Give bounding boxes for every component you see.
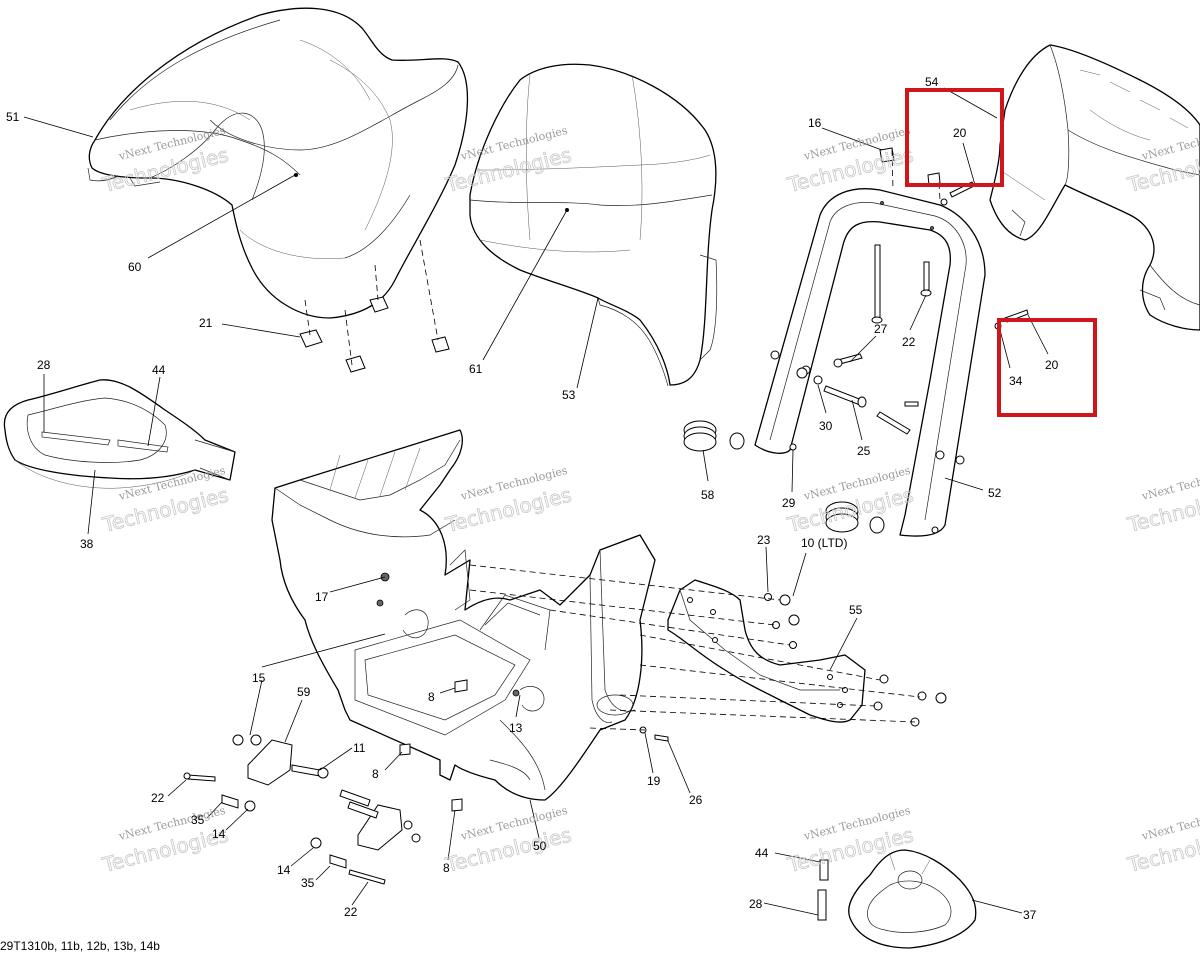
callout-label: 25	[857, 444, 871, 458]
callout-label: 21	[199, 316, 213, 330]
callout-label: 22	[344, 905, 358, 919]
right-handle-part	[848, 849, 977, 949]
callout-label: 29	[782, 496, 796, 510]
callout-label: 14	[277, 863, 291, 877]
callout-label: 44	[755, 846, 769, 860]
callout-label: 8	[372, 767, 379, 781]
hardware-parts	[183, 147, 1029, 921]
side-bracket-part	[667, 579, 866, 723]
callout-label: 20	[953, 126, 967, 140]
callout-label: 20	[1045, 358, 1059, 372]
callout-label: 27	[874, 322, 888, 336]
callout-label: 51	[6, 110, 20, 124]
callout-label: 34	[1009, 374, 1023, 388]
callout-label: 23	[757, 533, 771, 547]
callout-label: 50	[533, 839, 547, 853]
callout-label: 8	[428, 690, 435, 704]
callouts: 51 60 21 61 53 54 20 16 22 27 34 20 30 2…	[6, 75, 1059, 922]
callout-label: 15	[252, 671, 266, 685]
callout-label: 37	[1023, 908, 1037, 922]
callout-label: 26	[689, 793, 703, 807]
callout-label: 55	[849, 603, 863, 617]
callout-label: 61	[469, 362, 483, 376]
cover-part	[989, 44, 1200, 331]
callout-label: 58	[701, 488, 715, 502]
callout-label: 10 (LTD)	[801, 536, 847, 550]
callout-label: 59	[297, 685, 311, 699]
callout-label: 30	[819, 419, 833, 433]
callout-label: 8	[443, 861, 450, 875]
callout-label: 44	[152, 363, 166, 377]
backrest-part	[469, 63, 718, 387]
callout-label: 13	[509, 721, 523, 735]
callout-label: 54	[925, 75, 939, 89]
callout-label: 28	[37, 358, 51, 372]
frame-part	[754, 188, 986, 537]
callout-label: 14	[212, 827, 226, 841]
callout-label: 22	[902, 335, 916, 349]
callout-label: 17	[315, 590, 329, 604]
callout-label: 11	[353, 741, 366, 755]
callout-label: 53	[562, 388, 576, 402]
highlight-box	[905, 88, 1004, 187]
callout-label: 22	[151, 791, 165, 805]
seat-part	[87, 7, 469, 319]
callout-label: 35	[191, 813, 205, 827]
diagram-reference-code: 29T1310b, 11b, 12b, 13b, 14b	[0, 939, 160, 953]
callout-label: 60	[128, 260, 142, 274]
highlight-box	[997, 318, 1097, 417]
bracket-assembly-part	[271, 429, 656, 801]
callout-label: 35	[301, 876, 315, 890]
callout-label: 52	[988, 486, 1002, 500]
callout-label: 19	[647, 774, 661, 788]
callout-label: 38	[80, 537, 94, 551]
left-handle-part	[3, 379, 236, 489]
callout-label: 16	[808, 116, 822, 130]
callout-label: 28	[749, 897, 763, 911]
